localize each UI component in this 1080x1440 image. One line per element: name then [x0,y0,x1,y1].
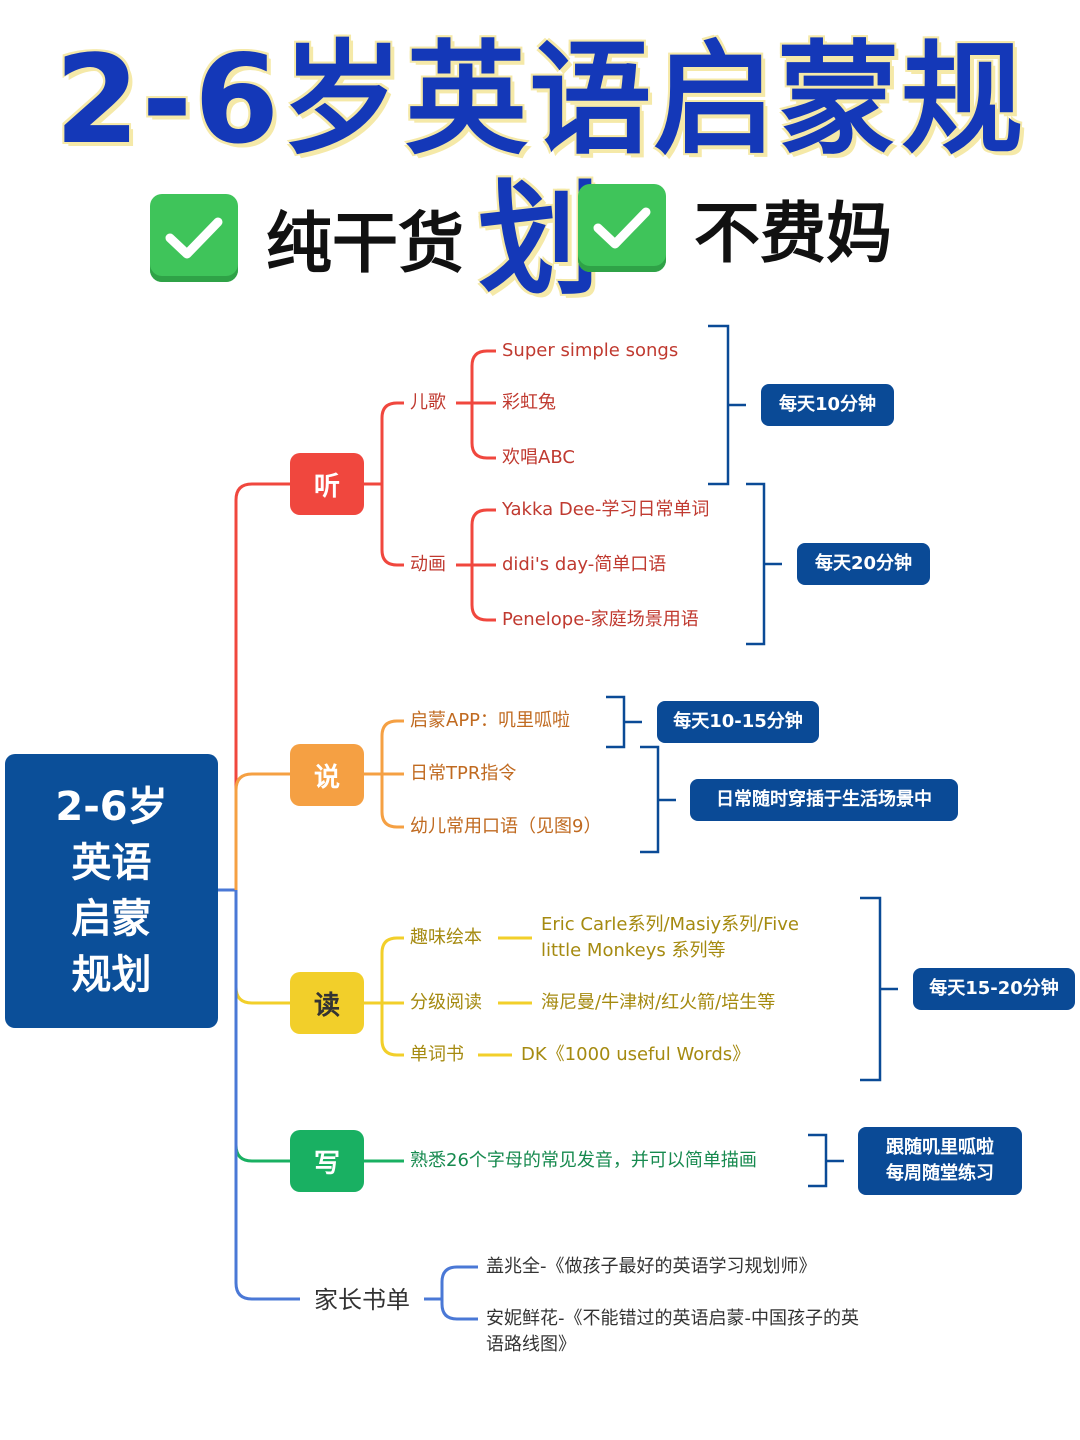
listen-cartoons-label: 动画 [410,554,446,575]
badge-label: 纯干货 [266,205,464,282]
node-speak: 说 [290,744,364,806]
listen-cartoon-item: didi's day-简单口语 [502,554,667,575]
node-write: 写 [290,1130,364,1192]
book-item: 安妮鲜花-《不能错过的英语启蒙-中国孩子的英 [486,1308,859,1329]
read-item-label: 单词书 [410,1044,464,1065]
book-item: 盖兆全-《做孩子最好的英语学习规划师》 [486,1256,817,1277]
node-books: 家长书单 [314,1286,410,1314]
tag-write-line: 跟随叽里呱啦 [886,1137,994,1158]
listen-song-item: Super simple songs [502,340,679,361]
tag-cartoons-time: 每天20分钟 [797,543,930,585]
read-item-detail: little Monkeys 系列等 [541,940,726,961]
tag-daily: 日常随时穿插于生活场景中 [690,779,958,821]
tag-write: 跟随叽里呱啦 每周随堂练习 [858,1127,1022,1195]
tag-read-time: 每天15-20分钟 [913,968,1075,1010]
speak-item: 启蒙APP：叽里呱啦 [410,710,571,731]
speak-item: 日常TPR指令 [410,763,517,784]
badge-no-effort: 不费妈 [578,180,892,276]
node-listen: 听 [290,453,364,515]
tag-app-time: 每天10-15分钟 [657,701,819,743]
check-icon [578,184,666,272]
listen-songs-label: 儿歌 [410,392,446,413]
tag-write-line: 每周随堂练习 [886,1163,994,1184]
root-line: 启蒙 [71,896,152,942]
root-line: 英语 [71,840,152,886]
read-item-detail: 海尼曼/牛津树/红火箭/培生等 [541,992,776,1013]
read-item-label: 分级阅读 [410,992,482,1013]
write-item: 熟悉26个字母的常见发音，并可以简单描画 [410,1150,757,1171]
read-item-detail: Eric Carle系列/Masiy系列/Five [541,914,799,935]
speak-item: 幼儿常用口语（见图9） [410,816,602,837]
listen-song-item: 欢唱ABC [502,447,575,468]
root-line: 规划 [71,952,152,998]
read-item-detail: DK《1000 useful Words》 [521,1044,751,1065]
badge-dry-goods: 纯干货 [150,190,464,286]
badge-label: 不费妈 [694,195,892,272]
book-item-cont: 语路线图》 [486,1334,576,1355]
listen-song-item: 彩虹兔 [502,392,556,413]
listen-cartoon-item: Penelope-家庭场景用语 [502,609,699,630]
tag-songs-time: 每天10分钟 [761,384,894,426]
read-item-label: 趣味绘本 [410,927,482,948]
node-read: 读 [290,972,364,1034]
listen-cartoon-item: Yakka Dee-学习日常单词 [502,499,710,520]
root-line: 2-6岁 [55,784,168,830]
check-icon [150,194,238,282]
root-node: 2-6岁 英语 启蒙 规划 [5,754,218,1028]
